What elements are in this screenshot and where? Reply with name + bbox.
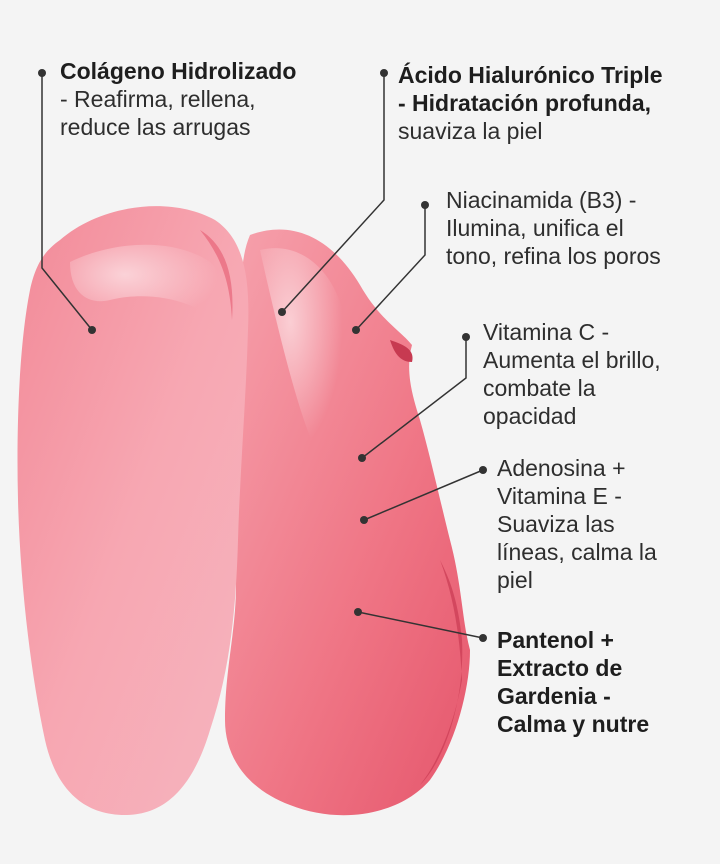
label-adenosina-line: piel <box>497 567 533 593</box>
leader-lines <box>41 73 484 639</box>
label-colageno: Colágeno Hidrolizado - Reafirma, rellena… <box>60 57 296 141</box>
label-pantenol-title: Pantenol + <box>497 627 614 653</box>
label-adenosina-line: Adenosina + <box>497 455 626 481</box>
label-vitaminac: Vitamina C - Aumenta el brillo, combate … <box>483 318 661 430</box>
label-adenosina-line: Suaviza las <box>497 511 615 537</box>
label-acido-line: suaviza la piel <box>398 118 543 144</box>
left-gel-swatch <box>17 206 249 816</box>
label-acido-title: Ácido Hialurónico Triple <box>398 62 663 88</box>
label-niacinamida-line: Niacinamida (B3) - <box>446 187 637 213</box>
label-vitaminac-line: Aumenta el brillo, <box>483 347 661 373</box>
right-gel-swatch <box>225 229 470 816</box>
label-colageno-title: Colágeno Hidrolizado <box>60 58 297 84</box>
label-acido-title: - Hidratación profunda, <box>398 90 651 116</box>
label-adenosina-line: Vitamina E - <box>497 483 622 509</box>
label-colageno-line: - Reafirma, rellena, <box>60 86 256 112</box>
label-vitaminac-line: Vitamina C - <box>483 319 610 345</box>
label-niacinamida-line: Ilumina, unifica el <box>446 215 624 241</box>
label-pantenol: Pantenol + Extracto de Gardenia - Calma … <box>497 626 649 738</box>
label-niacinamida: Niacinamida (B3) - Ilumina, unifica el t… <box>446 186 661 270</box>
label-colageno-line: reduce las arrugas <box>60 114 251 140</box>
label-niacinamida-line: tono, refina los poros <box>446 243 661 269</box>
label-acido: Ácido Hialurónico Triple - Hidratación p… <box>398 61 663 145</box>
label-vitaminac-line: combate la <box>483 375 596 401</box>
label-pantenol-title: Gardenia - <box>497 683 611 709</box>
label-adenosina: Adenosina + Vitamina E - Suaviza las lín… <box>497 454 657 594</box>
label-pantenol-title: Extracto de <box>497 655 623 681</box>
label-vitaminac-line: opacidad <box>483 403 577 429</box>
leader-dots <box>38 69 487 642</box>
label-pantenol-title: Calma y nutre <box>497 711 650 737</box>
label-adenosina-line: líneas, calma la <box>497 539 657 565</box>
